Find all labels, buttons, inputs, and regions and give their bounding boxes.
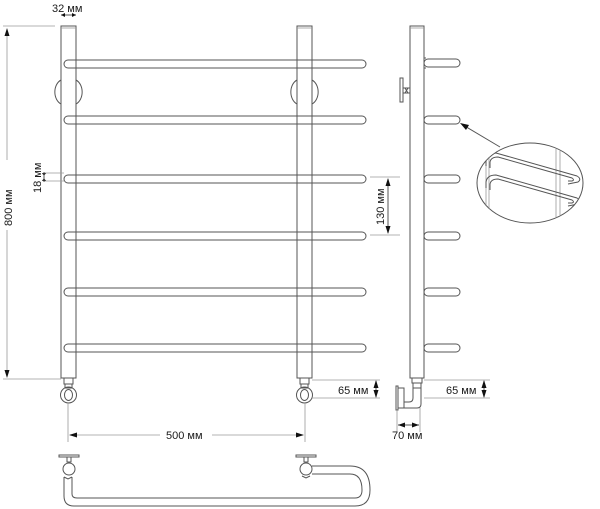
dimension-label-connection-height-side: 65 мм <box>446 385 476 397</box>
bar-4 <box>63 231 367 241</box>
dimension-bar-diameter: 18 мм <box>32 163 64 193</box>
bottom-connector-left <box>60 377 77 404</box>
callout-leader-line <box>462 124 501 148</box>
dimension-label-bar-diameter: 18 мм <box>32 163 44 193</box>
dimension-label-connection-height-front: 65 мм <box>338 385 368 397</box>
bar-6 <box>63 343 367 353</box>
front-view <box>54 25 367 404</box>
top-bar-inner <box>71 473 363 499</box>
dimension-label-tube-diameter: 32 мм <box>52 3 82 15</box>
wall-bracket-left-icon <box>54 79 62 105</box>
dimension-label-wall-offset: 70 мм <box>392 430 422 442</box>
side-bar-stubs <box>423 58 461 353</box>
dimension-connection-height-front: 65 мм <box>312 379 380 399</box>
callout-ellipse <box>476 142 584 224</box>
left-riser-tube <box>60 25 77 379</box>
detail-callout <box>460 123 584 224</box>
dimension-label-bar-spacing: 130 мм <box>375 188 387 225</box>
top-bar-outer <box>63 465 371 507</box>
dimension-label-height: 800 мм <box>3 189 15 226</box>
dimension-center-distance: 500 мм <box>67 402 306 442</box>
bar-2 <box>63 115 367 125</box>
dimension-height: 800 мм <box>3 25 61 380</box>
top-view <box>58 454 371 507</box>
side-view <box>395 25 461 411</box>
bar-5 <box>63 287 367 297</box>
right-riser-tube <box>296 25 313 379</box>
dimension-label-center-distance: 500 мм <box>166 430 203 442</box>
horizontal-bars <box>63 59 367 353</box>
side-wall-bracket-icon <box>399 77 411 103</box>
bottom-connector-right <box>296 377 313 404</box>
dimension-bar-spacing: 130 мм <box>370 176 400 236</box>
dimension-tube-diameter: 32 мм <box>52 3 82 17</box>
wall-bracket-right-icon <box>290 79 298 105</box>
dimension-connection-height-side: 65 мм <box>424 379 490 399</box>
side-riser-tube <box>409 25 425 379</box>
bar-1 <box>63 59 367 69</box>
dimension-wall-offset: 70 мм <box>392 408 422 442</box>
side-bottom-connector <box>395 377 423 411</box>
bar-3 <box>63 174 367 184</box>
